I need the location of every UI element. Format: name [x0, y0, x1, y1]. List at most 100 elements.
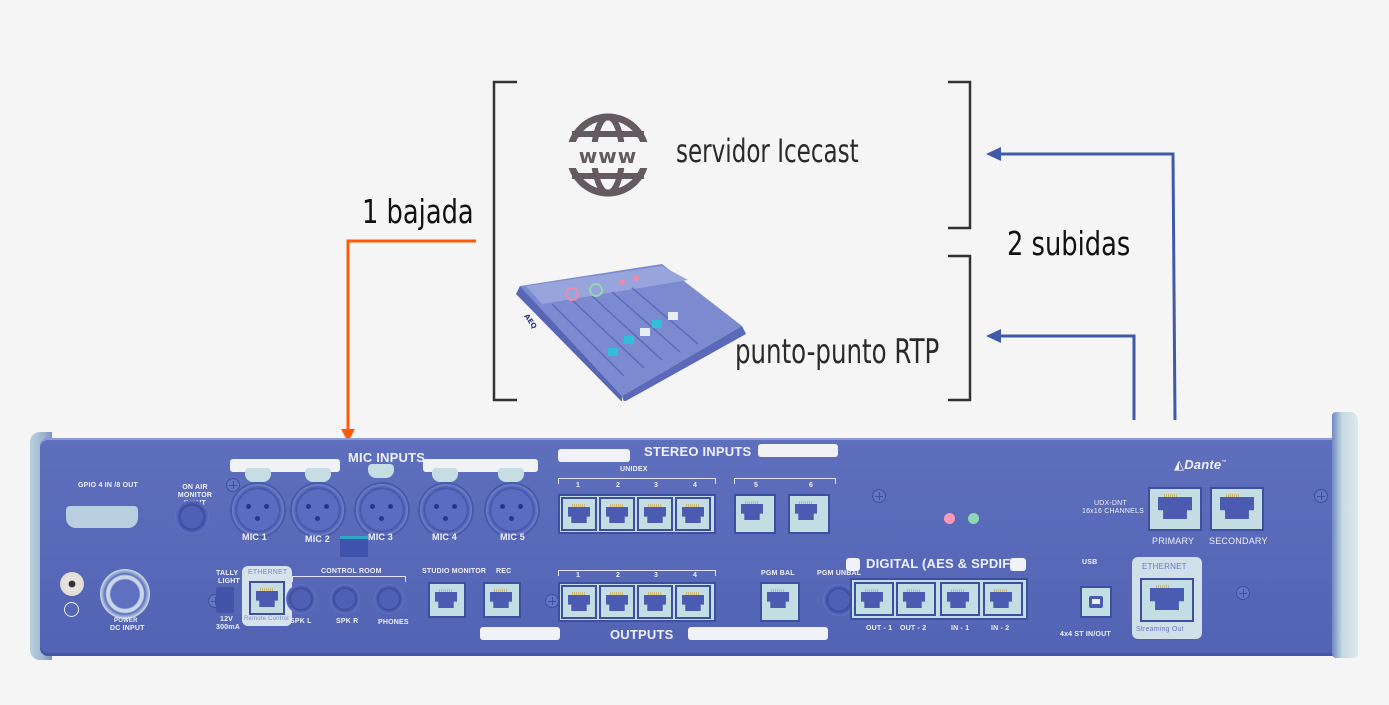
- audio-device-rear-panel: GPIO 4 IN /8 OUT ON AIR MONITOR INPUT MI…: [30, 412, 1358, 660]
- downlink-arrow-line: [346, 239, 476, 432]
- mic-2-latch[interactable]: [305, 468, 331, 482]
- mic-5-xlr[interactable]: [486, 484, 538, 536]
- digital-out-1-label: OUT - 1: [866, 625, 893, 632]
- mic-1-latch[interactable]: [245, 468, 271, 482]
- power-label: POWER: [114, 618, 138, 624]
- power-dc-connector[interactable]: [100, 569, 150, 619]
- digital-out-1-port[interactable]: [854, 582, 894, 616]
- digital-out-2-label: OUT - 2: [900, 625, 927, 632]
- mic-4-xlr[interactable]: [420, 484, 472, 536]
- output-port-4[interactable]: [675, 585, 711, 619]
- unidex-bracket: [558, 478, 716, 484]
- stereo-port-6[interactable]: [788, 494, 830, 534]
- output-port-1[interactable]: [561, 585, 597, 619]
- outputs-bracket: [558, 570, 716, 576]
- output-port-4-label: 4: [693, 572, 698, 579]
- device-right-end: [1332, 412, 1358, 658]
- usb-caption: 4x4 ST IN/OUT: [1060, 631, 1111, 638]
- studio-monitor-port[interactable]: [428, 582, 466, 618]
- ethernet-stream-caption: Streaming Out: [1136, 626, 1184, 633]
- output-port-2[interactable]: [599, 585, 635, 619]
- tally-voltage: 12V: [220, 616, 234, 623]
- tally-label: TALLY: [216, 570, 239, 577]
- screw-icon: [1314, 489, 1328, 503]
- digital-out-2-port[interactable]: [896, 582, 936, 616]
- uplink-icecast-line: [1000, 152, 1177, 421]
- unidex-port-4[interactable]: [675, 497, 711, 531]
- dante-channels: 16x16 CHANNELS: [1082, 508, 1144, 515]
- mic-1-xlr[interactable]: [232, 484, 284, 536]
- digital-in-1-port[interactable]: [940, 582, 980, 616]
- unidex-label: UNIDEX: [620, 466, 648, 473]
- digital-in-2-port[interactable]: [983, 582, 1023, 616]
- screw-icon: [1236, 586, 1250, 600]
- ethernet-remote-port[interactable]: [249, 581, 285, 615]
- unidex-port-3-label: 3: [654, 482, 659, 489]
- on-air-monitor-jack[interactable]: [175, 500, 209, 534]
- ethernet-stream-port[interactable]: [1140, 578, 1194, 622]
- ethernet-remote-title: ETHERNET: [248, 569, 288, 576]
- uplink-rtp-line: [1000, 334, 1136, 420]
- mic-5-latch[interactable]: [498, 468, 524, 482]
- tally-current: 300mA: [216, 624, 240, 631]
- rec-label: REC: [496, 568, 512, 575]
- output-port-3-label: 3: [654, 572, 659, 579]
- tally-light-label: LIGHT: [218, 578, 240, 585]
- outputs-strip-left: [480, 627, 560, 640]
- svg-text:AEQ: AEQ: [522, 313, 538, 331]
- mic-2-xlr[interactable]: [292, 484, 344, 536]
- spk-l-jack[interactable]: [286, 584, 316, 614]
- ground-icon: [64, 602, 79, 617]
- unidex-port-3[interactable]: [637, 497, 673, 531]
- mic-5-label: MIC 5: [500, 532, 526, 542]
- pgm-unbal-label: PGM UNBAL: [817, 570, 862, 577]
- output-port-3[interactable]: [637, 585, 673, 619]
- stereo-strip-right: [758, 444, 838, 457]
- stereo-5-6-bracket: [734, 478, 836, 484]
- digital-in-1-label: IN - 1: [951, 625, 970, 632]
- usb-port[interactable]: [1080, 586, 1112, 618]
- www-globe-icon: www: [566, 113, 650, 197]
- mic-3-latch[interactable]: [368, 464, 394, 478]
- pgm-bal-port[interactable]: [760, 582, 800, 622]
- pgm-unbal-jack[interactable]: [823, 584, 855, 616]
- mixer-console-image: AEQ: [516, 264, 746, 401]
- dip-switch[interactable]: [340, 536, 368, 557]
- right-bracket-icecast: [948, 80, 972, 230]
- dante-logo-icon: ◭: [1174, 457, 1185, 472]
- mic-2-label: MIC 2: [305, 534, 331, 544]
- right-bracket-rtp: [948, 254, 972, 402]
- gpio-db15-connector[interactable]: [66, 506, 138, 528]
- mic-4-latch[interactable]: [432, 468, 458, 482]
- stereo-strip-left: [558, 449, 630, 462]
- stereo-port-6-label: 6: [809, 482, 814, 489]
- dante-logo-text: Dante: [1184, 457, 1222, 472]
- digital-in-2-label: IN - 2: [991, 625, 1010, 632]
- downlink-label: 1 bajada: [362, 192, 474, 231]
- rec-port[interactable]: [483, 582, 521, 618]
- digital-strip-right: [1010, 558, 1026, 571]
- control-room-title: CONTROL ROOM: [318, 568, 385, 575]
- status-led-red: [944, 513, 955, 524]
- spk-r-label: SPK R: [336, 618, 359, 625]
- dante-secondary-port[interactable]: [1210, 487, 1264, 531]
- digital-strip-left: [846, 558, 860, 571]
- stereo-port-5[interactable]: [734, 494, 776, 534]
- stereo-port-5-label: 5: [754, 482, 759, 489]
- mic-3-xlr[interactable]: [356, 484, 408, 536]
- unidex-port-2[interactable]: [599, 497, 635, 531]
- icecast-label: servidor Icecast: [676, 132, 859, 170]
- ethernet-stream-title: ETHERNET: [1142, 562, 1187, 571]
- dante-logo: ◭Dante™: [1174, 457, 1227, 472]
- rtp-label: punto-punto RTP: [735, 332, 940, 372]
- ethernet-remote-caption: Remote Control: [244, 616, 289, 622]
- unidex-port-2-label: 2: [616, 482, 621, 489]
- unidex-port-1[interactable]: [561, 497, 597, 531]
- phones-jack[interactable]: [374, 584, 404, 614]
- ground-terminal[interactable]: [60, 572, 84, 596]
- spk-r-jack[interactable]: [330, 584, 360, 614]
- tally-connector[interactable]: [216, 587, 234, 613]
- mic-inputs-title: MIC INPUTS: [348, 450, 426, 465]
- dante-primary-port[interactable]: [1148, 487, 1202, 531]
